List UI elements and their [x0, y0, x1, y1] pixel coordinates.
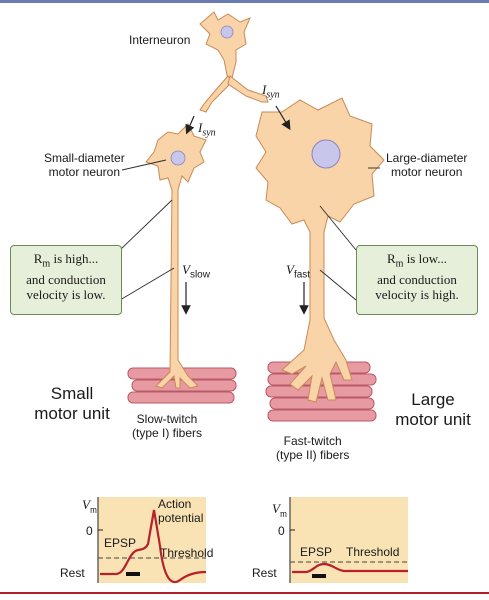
interneuron-cell: [199, 11, 269, 113]
isyn-label-large: Isyn: [262, 82, 280, 101]
left-graph-rest-label: Rest: [60, 566, 85, 580]
isyn-label-small: Isyn: [198, 120, 216, 139]
left-graph-axes: [97, 497, 206, 583]
large-motor-unit-label: Large motor unit: [395, 390, 471, 429]
left-graph-epsp-label: EPSP: [104, 536, 137, 550]
fast-fibers-label: Fast-twitch (type II) fibers: [276, 434, 350, 462]
right-graph-axes: [289, 497, 408, 583]
right-stimulus-bar: [312, 574, 326, 578]
isyn-arrow-large: [275, 105, 291, 131]
left-graph-background: [98, 497, 206, 583]
small-motor-neuron: [145, 123, 207, 389]
bottom-rule: [0, 592, 489, 594]
v-slow-label: Vslow: [182, 262, 210, 281]
leader-lines: [119, 159, 380, 301]
left-trace: [100, 509, 207, 584]
top-rule: [0, 0, 489, 3]
right-graph-epsp-label: EPSP: [300, 545, 333, 559]
left-stimulus-bar: [126, 572, 140, 576]
large-neuron-label: Large-diameter motor neuron: [386, 151, 468, 179]
small-neuron-info-box: Rm is high... and conduction velocity is…: [10, 245, 122, 315]
right-graph-threshold-label: Threshold: [346, 545, 400, 559]
slow-fibers-label: Slow-twitch (type I) fibers: [132, 412, 203, 440]
right-graph-background: [290, 497, 408, 583]
large-neuron-info-box: Rm is low... and conduction velocity is …: [356, 245, 478, 315]
left-graph-vm-label: Vm: [82, 497, 97, 515]
isyn-arrow-small: [185, 115, 195, 135]
left-graph-threshold-label: Threshold: [160, 546, 214, 560]
right-graph-rest-label: Rest: [252, 566, 277, 580]
left-graph-zero-label: 0: [86, 524, 93, 538]
small-neuron-label: Small-diameter motor neuron: [44, 151, 125, 179]
right-trace: [292, 562, 408, 574]
right-graph-zero-label: 0: [278, 524, 285, 538]
large-motor-neuron: [255, 97, 385, 403]
left-graph-action-potential-label: Action potential: [158, 497, 204, 525]
v-fast-label: Vfast: [286, 262, 311, 281]
right-graph-vm-label: Vm: [272, 501, 287, 519]
interneuron-label: Interneuron: [129, 33, 191, 47]
small-motor-unit-label: Small motor unit: [34, 384, 110, 423]
